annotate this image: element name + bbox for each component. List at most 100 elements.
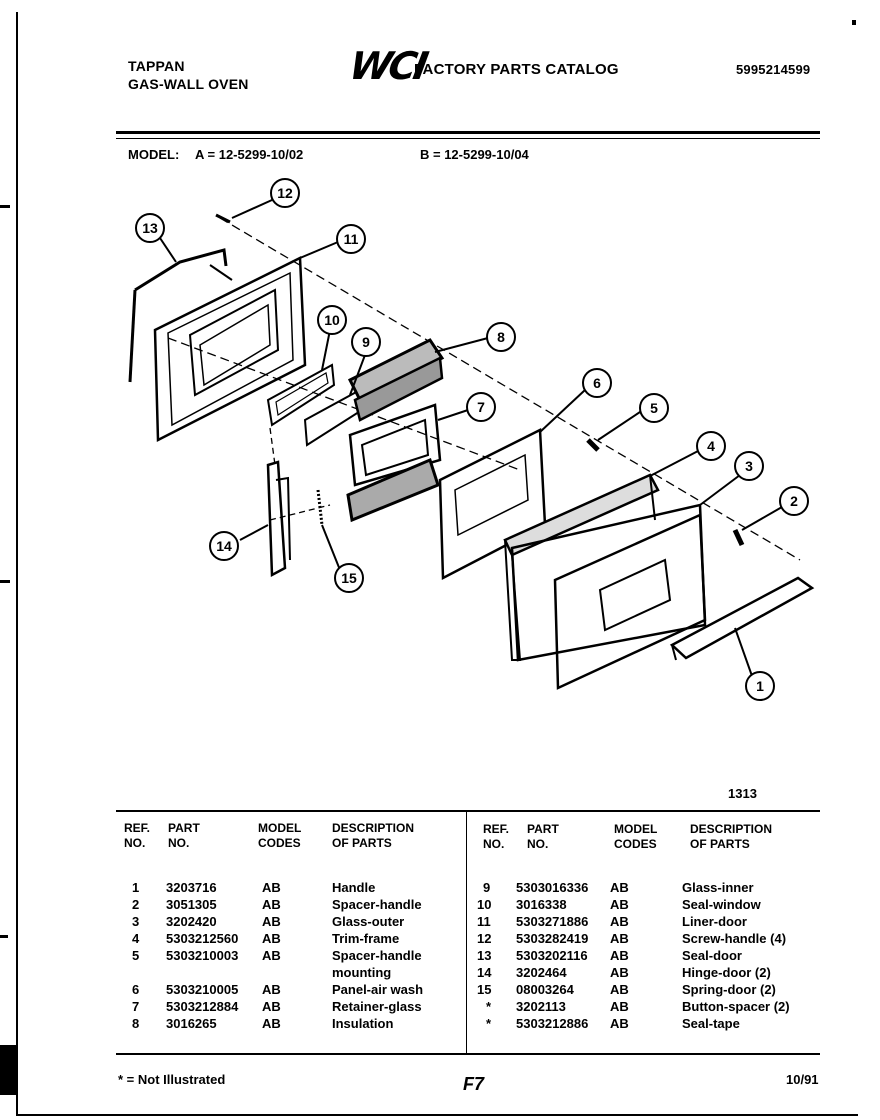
table-row-code: AB	[610, 897, 629, 912]
table-row-code: AB	[262, 931, 281, 946]
table-row-ref: 13	[477, 948, 492, 963]
table-row-ref: 10	[477, 897, 492, 912]
table-row-part: 3202113	[516, 999, 566, 1014]
table-row-code: AB	[610, 965, 629, 980]
table-mid-divider	[466, 810, 467, 1054]
header-ref-left: REF.NO.	[124, 821, 151, 850]
figure-number: 1313	[728, 786, 757, 801]
table-row-part: 5303212886	[516, 1016, 589, 1031]
table-row-part: 3051305	[166, 897, 217, 912]
table-bottom-rule	[116, 1053, 820, 1055]
table-row-desc: Seal-door	[682, 948, 742, 963]
scan-mark	[0, 580, 10, 583]
table-row-part: 3202420	[166, 914, 217, 929]
table-row-ref: 5	[132, 948, 140, 963]
scan-mark	[852, 20, 856, 25]
exploded-parts-diagram: 12 13 11 10 9 8 7 6 5 4 3 2 1 14 15	[128, 178, 815, 701]
callout-5: 5	[650, 400, 658, 416]
table-row-ref: 15	[477, 982, 492, 997]
table-row-code: AB	[610, 948, 629, 963]
table-row-desc: Panel-air wash	[332, 982, 424, 997]
callout-10: 10	[324, 312, 340, 328]
table-row-code: AB	[262, 982, 281, 997]
table-row-ref: 12	[477, 931, 492, 946]
page-number: F7	[463, 1074, 485, 1094]
table-row-desc: Spring-door (2)	[682, 982, 776, 997]
table-top-rule	[116, 810, 820, 812]
footnote-not-illustrated: * = Not Illustrated	[118, 1072, 226, 1087]
table-row-code: AB	[610, 914, 629, 929]
table-row-desc: Spacer-handle	[332, 897, 422, 912]
table-row-code: AB	[610, 999, 629, 1014]
table-row-code: AB	[262, 999, 281, 1014]
table-row-part: 3203716	[166, 880, 217, 895]
table-row-code: AB	[262, 1016, 281, 1031]
callout-1: 1	[756, 678, 764, 694]
table-row-desc: Handle	[332, 880, 376, 895]
table-row-ref: *	[486, 1016, 492, 1031]
header-ref-right: REF.NO.	[483, 822, 510, 851]
table-row-part: 5303210003	[166, 948, 239, 963]
table-row-code: AB	[262, 948, 281, 963]
header-rule-thin	[116, 138, 820, 139]
table-row-desc: Button-spacer (2)	[682, 999, 790, 1014]
table-row-code: AB	[262, 880, 281, 895]
table-row-part: 3016338	[516, 897, 567, 912]
scan-mark	[0, 1045, 18, 1095]
product-name: GAS-WALL OVEN	[128, 76, 249, 92]
table-row-desc: Screw-handle (4)	[682, 931, 787, 946]
model-label: MODEL:	[128, 147, 180, 162]
table-row-ref: 6	[132, 982, 140, 997]
table-row-ref: 8	[132, 1016, 140, 1031]
table-row-part: 5303202116	[516, 948, 588, 963]
table-row-desc: Retainer-glass	[332, 999, 422, 1014]
callout-3: 3	[745, 458, 753, 474]
table-row-ref: 4	[132, 931, 140, 946]
catalog-title: FACTORY PARTS CATALOG	[414, 61, 619, 78]
table-row-part: 5303212884	[166, 999, 239, 1014]
model-b: B = 12-5299-10/04	[420, 147, 529, 162]
callout-11: 11	[344, 231, 359, 247]
table-row-desc: Seal-tape	[682, 1016, 740, 1031]
scan-mark	[0, 935, 8, 938]
table-row-desc: Insulation	[332, 1016, 394, 1031]
table-row-part: 5303210005	[166, 982, 239, 997]
model-a: A = 12-5299-10/02	[195, 147, 304, 162]
table-row-ref: 3	[132, 914, 140, 929]
header-rule-thick	[116, 131, 820, 134]
callout-9: 9	[362, 334, 370, 350]
callout-12: 12	[277, 185, 293, 201]
table-row-desc: Trim-frame	[332, 931, 400, 946]
callout-14: 14	[216, 538, 232, 554]
table-row-ref: 2	[132, 897, 140, 912]
table-row-code: AB	[610, 1016, 629, 1031]
table-row-part: 5303016336	[516, 880, 589, 895]
table-row-ref: 11	[477, 914, 491, 929]
table-row-ref: 14	[477, 965, 492, 980]
table-row-desc: Glass-outer	[332, 914, 405, 929]
callout-4: 4	[707, 438, 715, 454]
table-row-part: 5303282419	[516, 931, 589, 946]
callout-6: 6	[593, 375, 601, 391]
table-row-desc: Glass-inner	[682, 880, 754, 895]
table-row-part: 3202464	[516, 965, 567, 980]
table-row-code: AB	[610, 880, 629, 895]
table-row-ref: 9	[483, 880, 491, 895]
callout-2: 2	[790, 493, 798, 509]
table-row-ref: 7	[132, 999, 140, 1014]
table-row-desc: Hinge-door (2)	[682, 965, 771, 980]
table-row-part: 3016265	[166, 1016, 217, 1031]
table-row-code: AB	[610, 982, 629, 997]
catalog-number: 5995214599	[736, 62, 811, 77]
table-row-ref: 1	[132, 880, 140, 895]
table-row-code: AB	[262, 914, 281, 929]
callout-13: 13	[142, 220, 158, 236]
callout-8: 8	[497, 329, 505, 345]
table-row-part: 08003264	[516, 982, 574, 997]
table-row-code: AB	[610, 931, 629, 946]
